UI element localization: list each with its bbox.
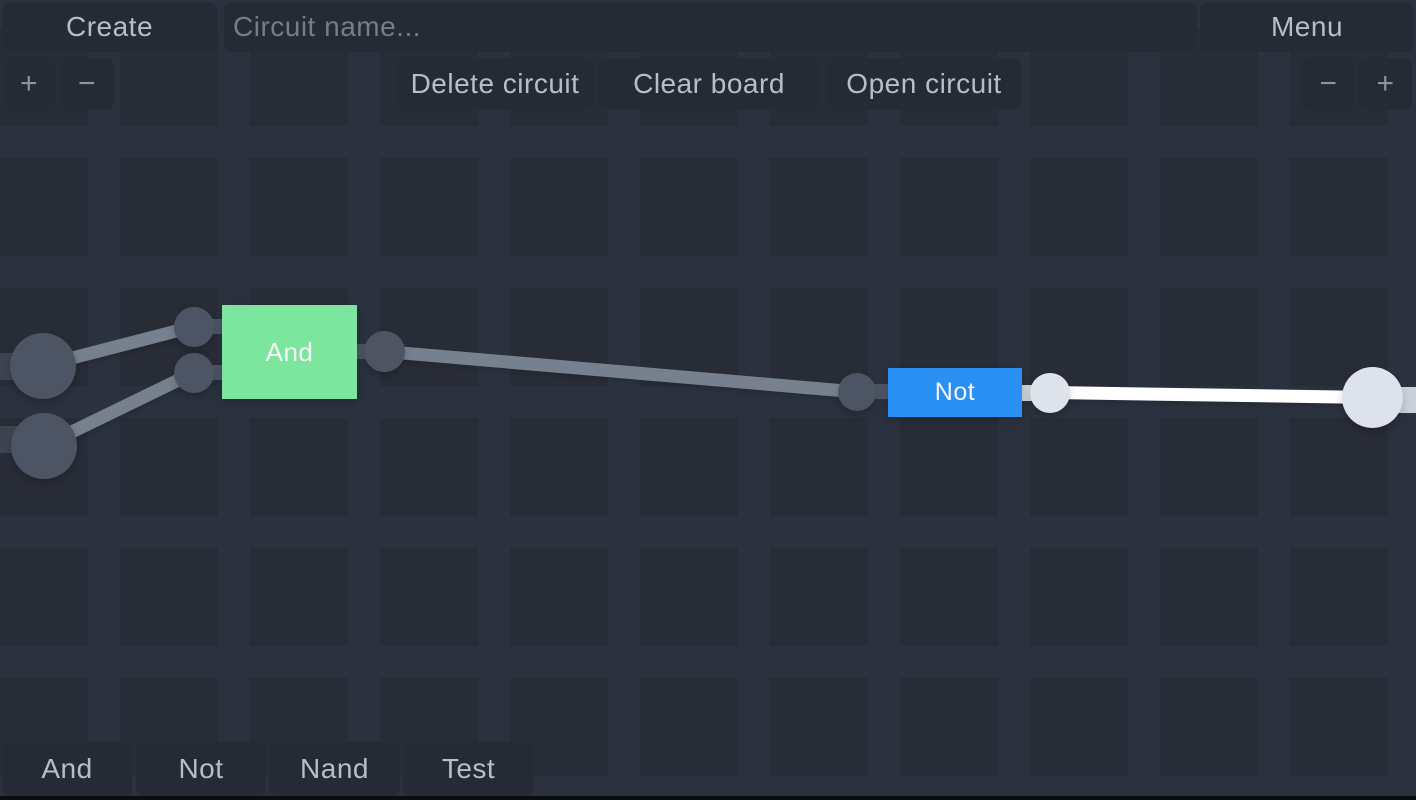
not-input-pin[interactable] — [838, 373, 876, 411]
bottom-edge-strip — [0, 796, 1416, 800]
and-gate[interactable]: And — [222, 305, 357, 399]
wire-and-to-not[interactable] — [384, 345, 858, 399]
menu-button[interactable]: Menu — [1200, 2, 1414, 52]
and-output-pin[interactable] — [364, 331, 405, 372]
palette-item-and[interactable]: And — [2, 742, 132, 796]
not-output-pin[interactable] — [1030, 373, 1070, 413]
palette-item-nand[interactable]: Nand — [269, 742, 400, 796]
zoom-out-button-left[interactable]: − — [60, 58, 114, 110]
zoom-in-button-left[interactable]: + — [3, 58, 55, 110]
circuit-name-input[interactable] — [224, 2, 1197, 52]
not-gate[interactable]: Not — [888, 368, 1022, 417]
input-switch-node[interactable] — [11, 413, 77, 479]
output-node[interactable] — [1342, 367, 1403, 428]
open-circuit-button[interactable]: Open circuit — [826, 58, 1022, 110]
and-input-pin[interactable] — [174, 353, 214, 393]
delete-circuit-button[interactable]: Delete circuit — [397, 58, 593, 110]
input-switch-node[interactable] — [10, 333, 76, 399]
create-button[interactable]: Create — [2, 2, 217, 52]
palette-item-not[interactable]: Not — [136, 742, 266, 796]
wire-not-to-output[interactable] — [1049, 386, 1374, 405]
and-gate-label: And — [265, 336, 314, 367]
clear-board-button[interactable]: Clear board — [599, 58, 819, 110]
zoom-out-button-right[interactable]: − — [1302, 58, 1355, 110]
and-input-pin[interactable] — [174, 307, 214, 347]
not-gate-label: Not — [934, 378, 976, 406]
palette-item-test[interactable]: Test — [403, 742, 534, 796]
zoom-in-button-right[interactable]: + — [1359, 58, 1412, 110]
